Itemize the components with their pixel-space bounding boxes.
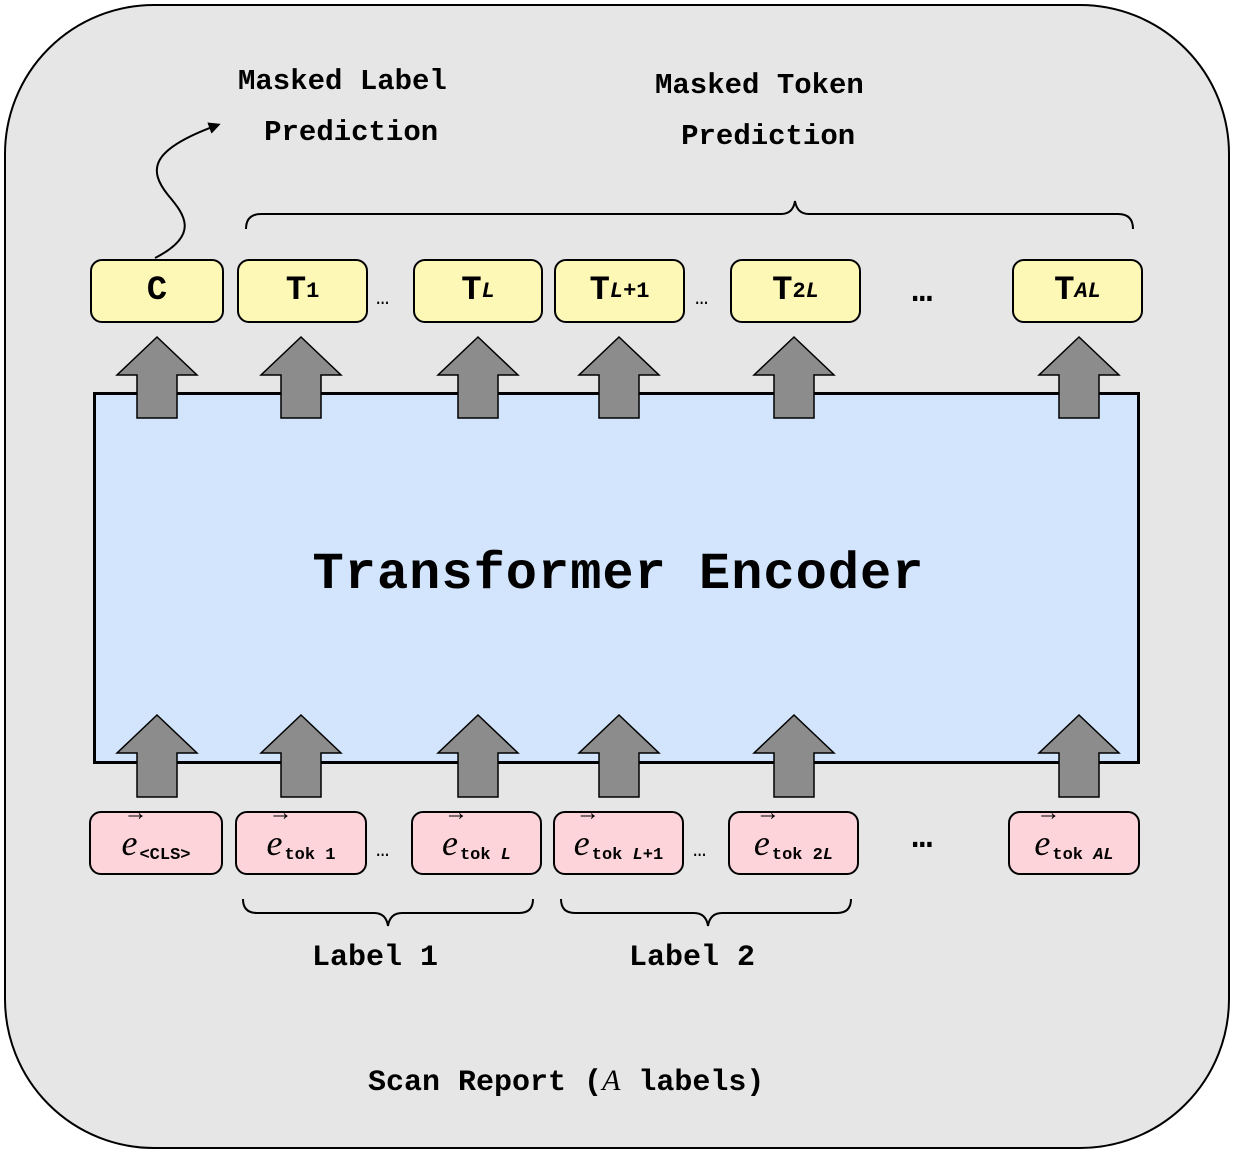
input-box-cls: e<CLS>: [89, 800, 223, 875]
input-ellipsis-large: …: [912, 820, 933, 858]
input-tokal-sub-var: AL: [1093, 846, 1114, 865]
up-arrow-output-1: [115, 335, 199, 419]
input-tok2l-vector: e: [754, 800, 780, 864]
up-arrow-input-2: [259, 713, 343, 798]
up-arrow-output-3: [436, 335, 520, 419]
up-arrow-input-3: [436, 713, 520, 798]
brace-masked-token: [245, 200, 1134, 230]
output-t2l-sub-var: L: [805, 278, 819, 304]
group-label-2: Label 2: [629, 941, 756, 975]
up-arrow-output-5: [752, 335, 836, 419]
input-tokl1-sub-pre: tok: [591, 846, 633, 865]
input-tokl1-sub-rest: +1: [642, 846, 664, 865]
caption-pre: Scan Report (: [368, 1066, 603, 1100]
input-tok2l-sub-pre: tok 2: [771, 846, 823, 865]
curved-arrow-to-masked-label: [154, 122, 221, 259]
output-t1-base: T: [285, 272, 307, 310]
output-tl1-base: T: [589, 272, 610, 310]
input-tokl-sub-pre: tok: [459, 846, 501, 865]
output-tl-base: T: [461, 272, 482, 310]
up-arrow-input-4: [577, 713, 661, 798]
brace-label-1: [242, 898, 534, 927]
output-tal-base: T: [1054, 272, 1075, 310]
up-arrow-input-6: [1037, 713, 1121, 798]
output-t2l-sub-pre: 2: [792, 278, 806, 304]
masked-token-prediction-label: Masked Token Prediction: [655, 69, 864, 153]
output-c-text: C: [146, 272, 168, 310]
input-tok2l-sub-var: L: [822, 846, 834, 865]
input-tokal-sub-pre: tok: [1052, 846, 1094, 865]
input-tokal-vector: e: [1034, 800, 1060, 864]
up-arrow-output-6: [1037, 335, 1121, 419]
input-cls-sub: <CLS>: [139, 846, 191, 865]
up-arrow-input-5: [752, 713, 836, 798]
up-arrow-input-1: [115, 713, 199, 798]
input-tokl-sub-var: L: [500, 846, 511, 865]
input-tokl1-sub-var: L: [632, 846, 643, 865]
output-tl1-sub-rest: +1: [623, 278, 650, 304]
output-tl1-sub-var: L: [609, 278, 624, 304]
caption-post: labels): [620, 1066, 765, 1100]
input-cls-vector: e: [122, 800, 148, 864]
output-ellipsis-1: …: [376, 286, 390, 311]
input-tokl-vector: e: [442, 800, 468, 864]
input-tok1-sub: tok 1: [284, 846, 336, 865]
up-arrow-output-2: [259, 335, 343, 419]
output-ellipsis-2: …: [695, 286, 709, 311]
transformer-encoder-block: [93, 392, 1140, 764]
up-arrow-output-4: [577, 335, 661, 419]
input-tokl1-vector: e: [574, 800, 600, 864]
output-tal-sub: AL: [1074, 278, 1101, 304]
output-t2l-base: T: [772, 272, 793, 310]
group-label-1: Label 1: [312, 941, 439, 975]
output-box-c: C: [90, 259, 224, 323]
input-ellipsis-2: …: [693, 838, 707, 863]
input-ellipsis-1: …: [376, 838, 390, 863]
masked-label-prediction-label: Masked Label Prediction: [238, 65, 447, 149]
caption-var: A: [602, 1064, 621, 1097]
transformer-encoder-title: Transformer Encoder: [312, 545, 925, 604]
brace-label-2: [560, 898, 852, 927]
output-t1-sub: 1: [306, 278, 320, 304]
output-tl-sub: L: [481, 278, 495, 304]
output-ellipsis-large: …: [912, 274, 933, 312]
scan-report-caption: Scan Report (A labels): [332, 1030, 764, 1100]
input-tok1-vector: e: [267, 800, 293, 864]
